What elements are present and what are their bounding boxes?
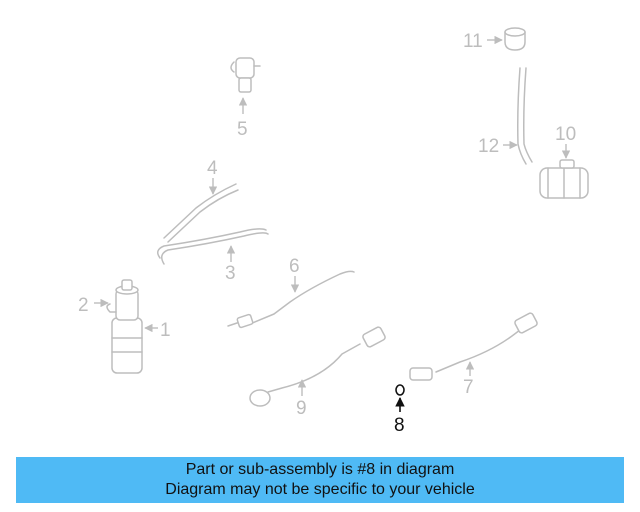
svg-text:2: 2 [78,295,89,316]
parts-diagram: 1 2 3 4 5 6 [78,27,589,436]
callout-11: 11 [463,31,503,52]
svg-text:3: 3 [225,263,236,284]
callout-3: 3 [225,245,236,284]
callout-12: 12 [478,136,518,157]
svg-text:12: 12 [478,136,499,157]
part-8-o-ring [395,384,405,396]
svg-text:7: 7 [463,377,474,398]
callout-5: 5 [237,97,248,140]
part-12-tube [517,67,533,165]
svg-text:11: 11 [463,31,483,52]
svg-text:10: 10 [555,124,576,145]
part-6-sensor [227,270,355,329]
part-10-pump [539,159,589,199]
banner-line-2: Diagram may not be specific to your vehi… [165,481,475,498]
callout-8: 8 [394,397,405,436]
part-7-sensor [409,312,538,381]
part-11-reservoir [504,27,526,51]
callout-4: 4 [207,158,218,195]
banner-line-1: Part or sub-assembly is #8 in diagram [185,461,455,478]
callout-1: 1 [144,320,171,341]
callout-2: 2 [78,295,109,316]
part-1-accumulator [106,279,143,374]
part-4-hose [163,183,239,243]
part-5-valve [230,57,261,93]
svg-text:5: 5 [237,119,248,140]
svg-text:1: 1 [160,320,171,341]
svg-text:4: 4 [207,158,218,179]
svg-text:6: 6 [289,256,300,277]
svg-text:9: 9 [296,398,307,419]
info-banner: Part or sub-assembly is #8 in diagram Di… [16,457,624,503]
callout-9: 9 [296,379,307,419]
part-9-sensor [249,326,386,407]
callout-7: 7 [463,361,475,398]
callout-6: 6 [289,256,300,293]
part-3-hose [157,228,269,265]
callout-10: 10 [555,124,576,159]
svg-text:8: 8 [394,415,405,436]
